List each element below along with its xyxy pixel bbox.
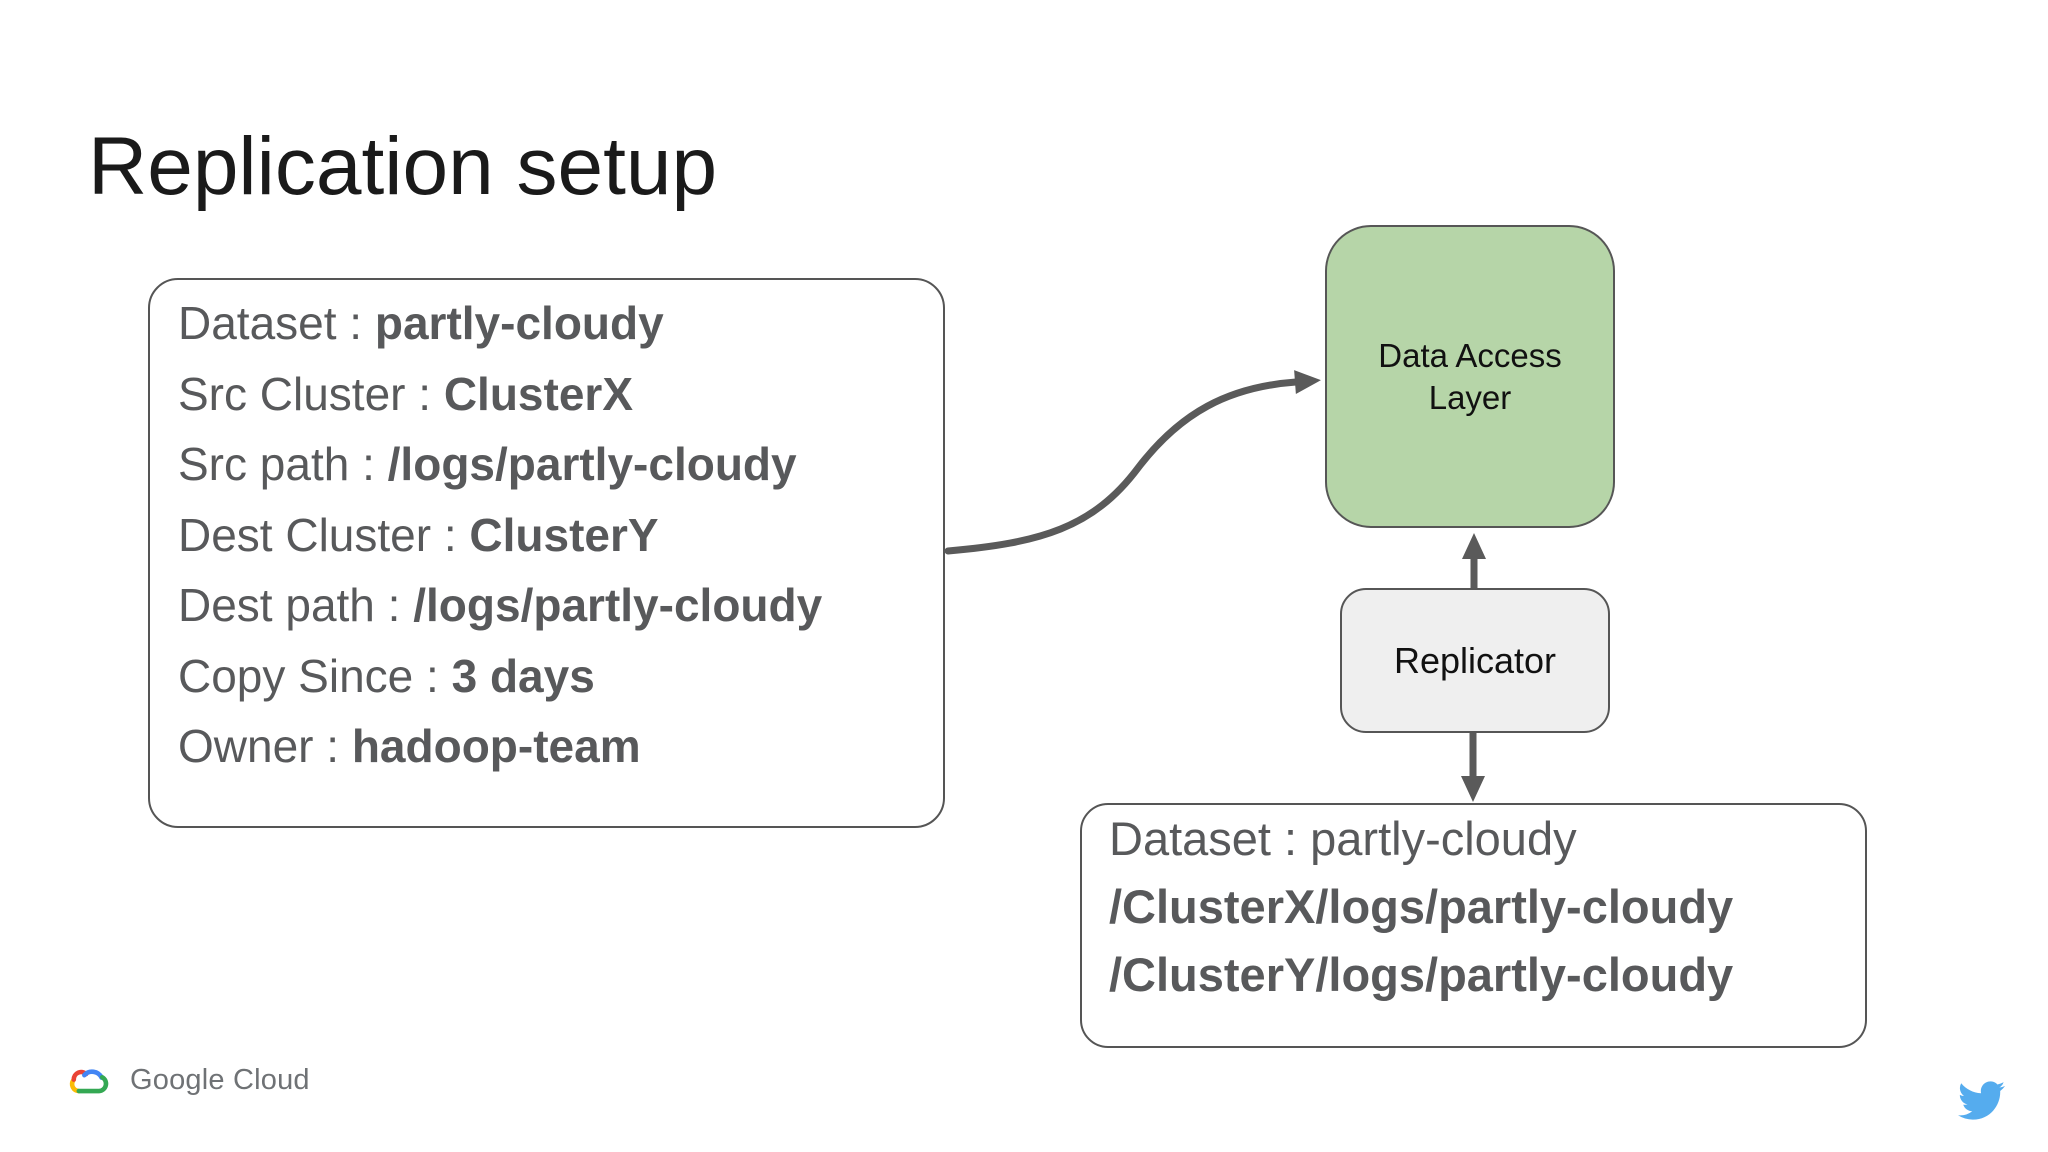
brand-wordmark: Google Cloud	[130, 1064, 310, 1096]
result-line-dataset: Dataset : partly-cloudy	[1109, 812, 1577, 865]
config-line-src-cluster: Src Cluster : ClusterX	[178, 367, 633, 420]
twitter-bird-icon	[1958, 1081, 2005, 1120]
google-cloud-logo	[69, 1069, 109, 1094]
separator: :	[336, 297, 375, 349]
config-line-dest-cluster: Dest Cluster : ClusterY	[178, 508, 659, 561]
separator: :	[405, 367, 444, 420]
separator: :	[431, 508, 470, 561]
config-line-src-path: Src path : /logs/partly-cloudy	[178, 438, 797, 490]
result-line-clusterx-path: /ClusterX/logs/partly-cloudy	[1109, 880, 1734, 933]
replicator-node: Replicator	[1340, 588, 1610, 733]
separator: :	[374, 579, 414, 631]
separator: :	[349, 438, 388, 490]
replication-config-box: Dataset : partly-cloudy Src Cluster : Cl…	[148, 278, 945, 828]
dal-label-line1: Data Access	[1378, 336, 1562, 374]
separator: :	[413, 649, 452, 702]
dal-label-line2: Layer	[1428, 378, 1512, 416]
config-line-copy-since: Copy Since : 3 days	[178, 649, 595, 702]
replicated-paths-box: Dataset : partly-cloudy /ClusterX/logs/p…	[1080, 803, 1867, 1048]
result-line-clustery-path: /ClusterY/logs/partly-cloudy	[1109, 948, 1734, 1001]
page-title: Replication setup	[88, 121, 718, 212]
config-line-dest-path: Dest path : /logs/partly-cloudy	[178, 579, 823, 631]
data-access-layer-node: Data Access Layer	[1325, 225, 1615, 528]
arrow-config-to-dal	[944, 370, 1321, 555]
google-cloud-brand: Google Cloud	[66, 1062, 310, 1099]
config-line-dataset: Dataset : partly-cloudy	[178, 297, 664, 349]
config-line-owner: Owner : hadoop-team	[178, 720, 641, 772]
replicator-label: Replicator	[1393, 639, 1557, 681]
separator: :	[313, 720, 352, 772]
